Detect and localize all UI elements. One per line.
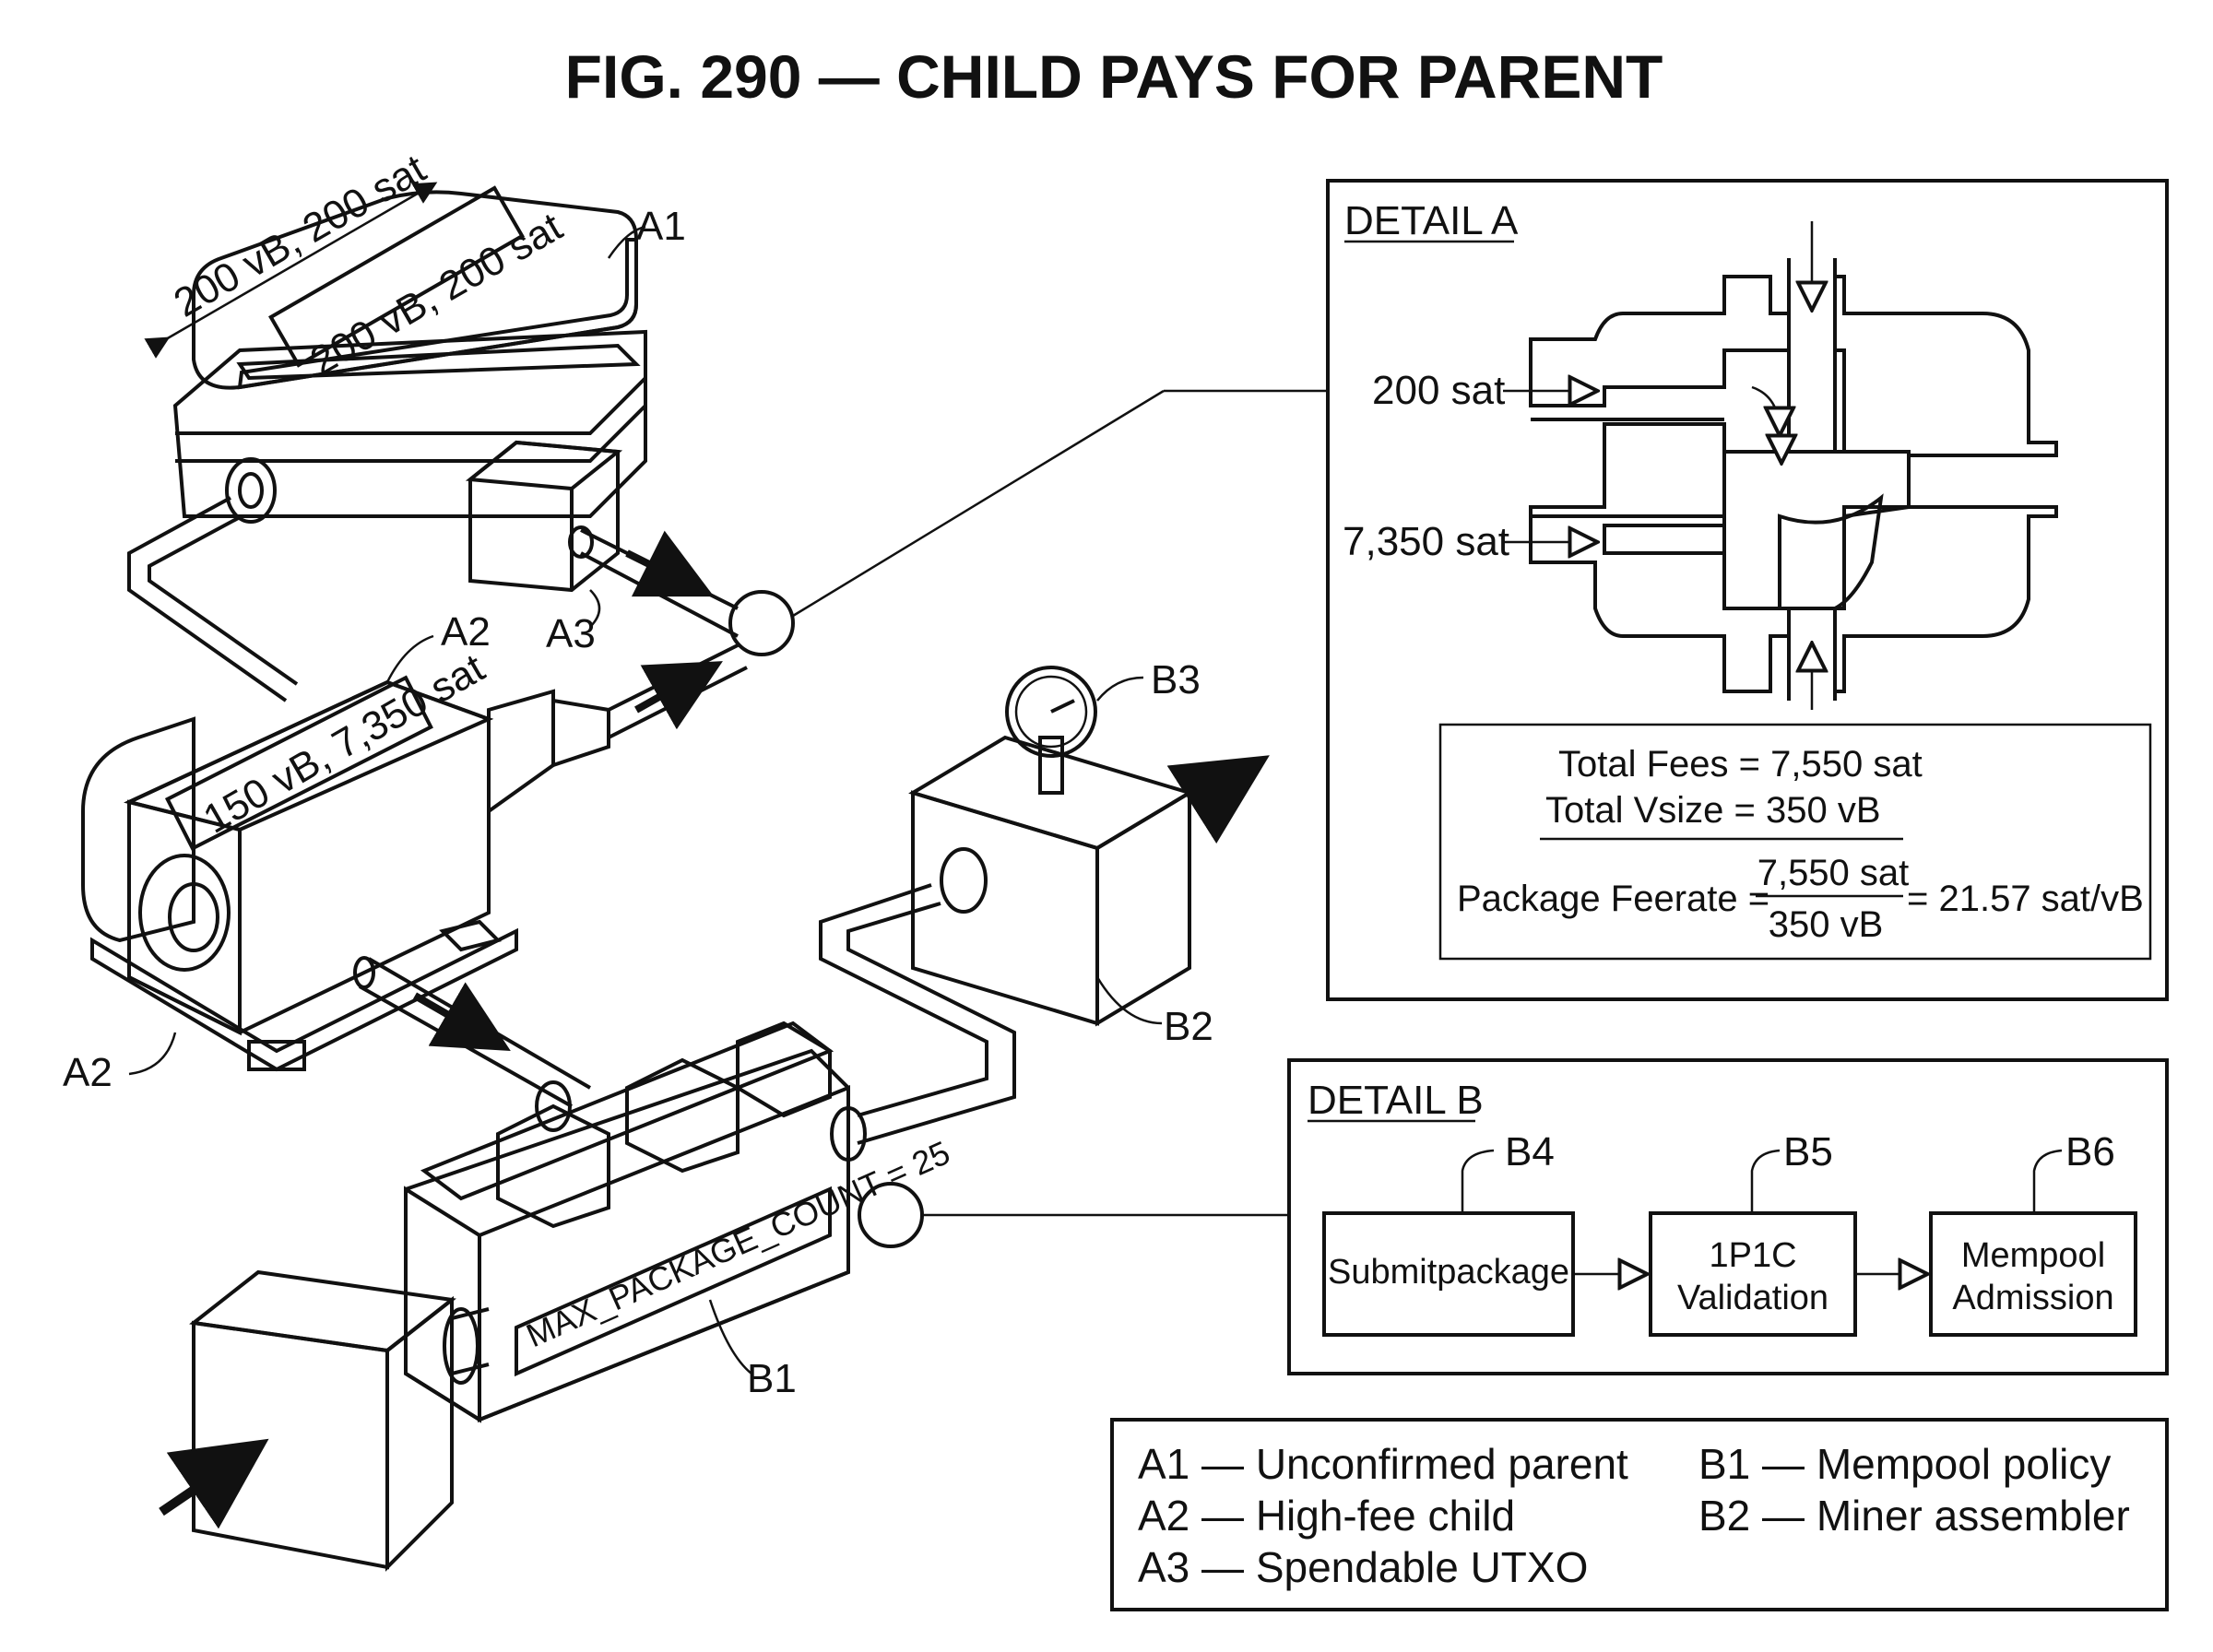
feerate-label: Package Feerate =: [1457, 879, 1769, 919]
b1-to-b2-pipe: [819, 883, 1016, 1145]
figure-title: FIG. 290 — CHILD PAYS FOR PARENT: [565, 42, 1663, 111]
illustration: 200 vB, 200 sat 200 vB, 200 sat: [63, 146, 1328, 1572]
feerate-result: = 21.57 sat/vB: [1907, 879, 2144, 919]
label-a2-bottom: A2: [63, 1050, 112, 1095]
total-vsize: Total Vsize = 350 vB: [1545, 790, 1881, 831]
label-a1: A1: [636, 204, 686, 249]
node-b5-line2: Validation: [1677, 1279, 1828, 1317]
leader-detail-a: [792, 389, 1165, 618]
label-b3: B3: [1151, 657, 1201, 702]
node-b5-line1: 1P1C: [1709, 1236, 1796, 1275]
b1-plate-text: MAX_PACKAGE_COUNT = 25: [521, 1133, 955, 1354]
node-b6-line1: Mempool: [1961, 1236, 2105, 1275]
reference-labels: A1 A2 A3 A2 B1 B2 B3: [63, 204, 1213, 1401]
node-b4-submitpackage: B4 Submitpackage: [1322, 1129, 1575, 1337]
node-b5-ref: B5: [1783, 1129, 1833, 1174]
detail-a-title: DETAIL A: [1344, 198, 1519, 243]
legend-b2: B2 — Miner assembler: [1698, 1492, 2130, 1540]
detail-a-input-top: 200 sat: [1372, 368, 1505, 413]
detail-b-panel: DETAIL B B4 Submitpackage B5 1P1C Valida…: [1287, 1058, 2169, 1375]
node-b5-1p1c-validation: B5 1P1C Validation: [1649, 1129, 1857, 1337]
label-b2: B2: [1164, 1004, 1213, 1049]
detail-a-valve-section: [1503, 221, 2058, 710]
label-a2-top: A2: [441, 609, 491, 655]
legend-a3: A3 — Spendable UTXO: [1138, 1543, 1588, 1591]
feerate-numerator: 7,550 sat: [1757, 853, 1910, 893]
node-b6-line2: Admission: [1952, 1279, 2113, 1317]
node-b6-ref: B6: [2065, 1129, 2115, 1174]
node-b6-mempool-admission: B6 Mempool Admission: [1929, 1129, 2137, 1337]
total-fees: Total Fees = 7,550 sat: [1558, 744, 1923, 785]
a2-plate-text: 150 vB, 7,350 sat: [196, 645, 492, 843]
a2-to-b1-pipe: [353, 956, 592, 1108]
b1-mempool-policy: MAX_PACKAGE_COUNT = 25: [404, 1021, 955, 1423]
node-b4-ref: B4: [1505, 1129, 1555, 1174]
legend-panel: A1 — Unconfirmed parent A2 — High-fee ch…: [1110, 1418, 2169, 1611]
label-b1: B1: [747, 1356, 797, 1401]
a2-child-unit: 150 vB, 7,350 sat: [81, 645, 610, 1072]
detail-b-title: DETAIL B: [1308, 1078, 1484, 1123]
detail-a-input-bottom: 7,350 sat: [1343, 519, 1509, 564]
legend-b1: B1 — Mempool policy: [1698, 1440, 2111, 1488]
feerate-denominator: 350 vB: [1769, 904, 1884, 945]
node-b4-label: Submitpackage: [1328, 1253, 1569, 1292]
a1-left-pipe: [127, 496, 299, 702]
detail-a-panel: DETAIL A: [1326, 179, 2169, 1001]
b3-gauge-icon: [1005, 666, 1097, 758]
equation-box: [1438, 723, 2152, 961]
b2-miner-assembler: [908, 666, 1270, 1027]
junction-circle-a: [728, 590, 795, 656]
a3-pipe: [568, 525, 739, 638]
label-a3: A3: [546, 611, 596, 656]
a2-output-pipe: [608, 643, 748, 739]
legend-a1: A1 — Unconfirmed parent: [1138, 1440, 1628, 1488]
input-cube: [159, 1269, 490, 1572]
legend-a2: A2 — High-fee child: [1138, 1492, 1515, 1540]
